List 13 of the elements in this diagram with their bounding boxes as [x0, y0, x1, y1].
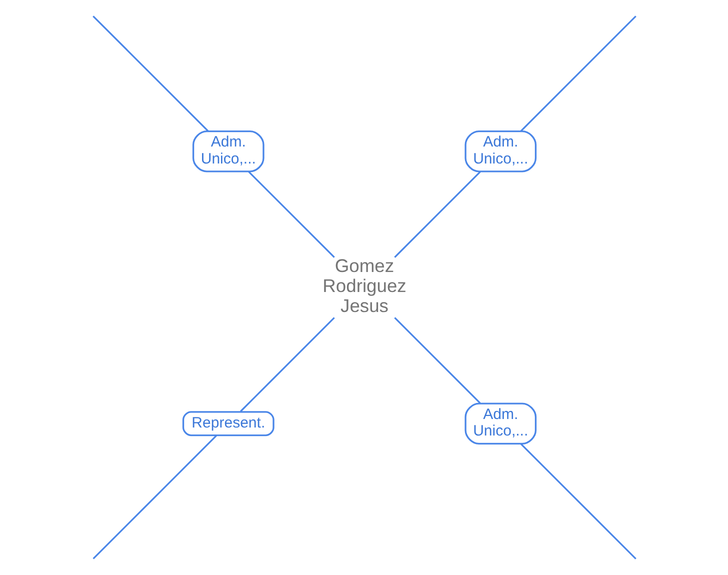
node-text: Gomez Rodriguez Jesus [322, 255, 406, 316]
connector [394, 171, 480, 258]
node-box: Adm. Unico,... [464, 130, 536, 172]
node-box: Adm. Unico,... [192, 130, 264, 172]
connector [394, 317, 480, 404]
connector [248, 171, 334, 258]
connector [520, 16, 636, 132]
node-box: Adm. Unico,... [464, 402, 536, 444]
connector [520, 443, 636, 560]
node-box: Represent. [182, 411, 274, 436]
connector [92, 16, 208, 132]
connector [92, 435, 216, 560]
connector [240, 317, 334, 412]
